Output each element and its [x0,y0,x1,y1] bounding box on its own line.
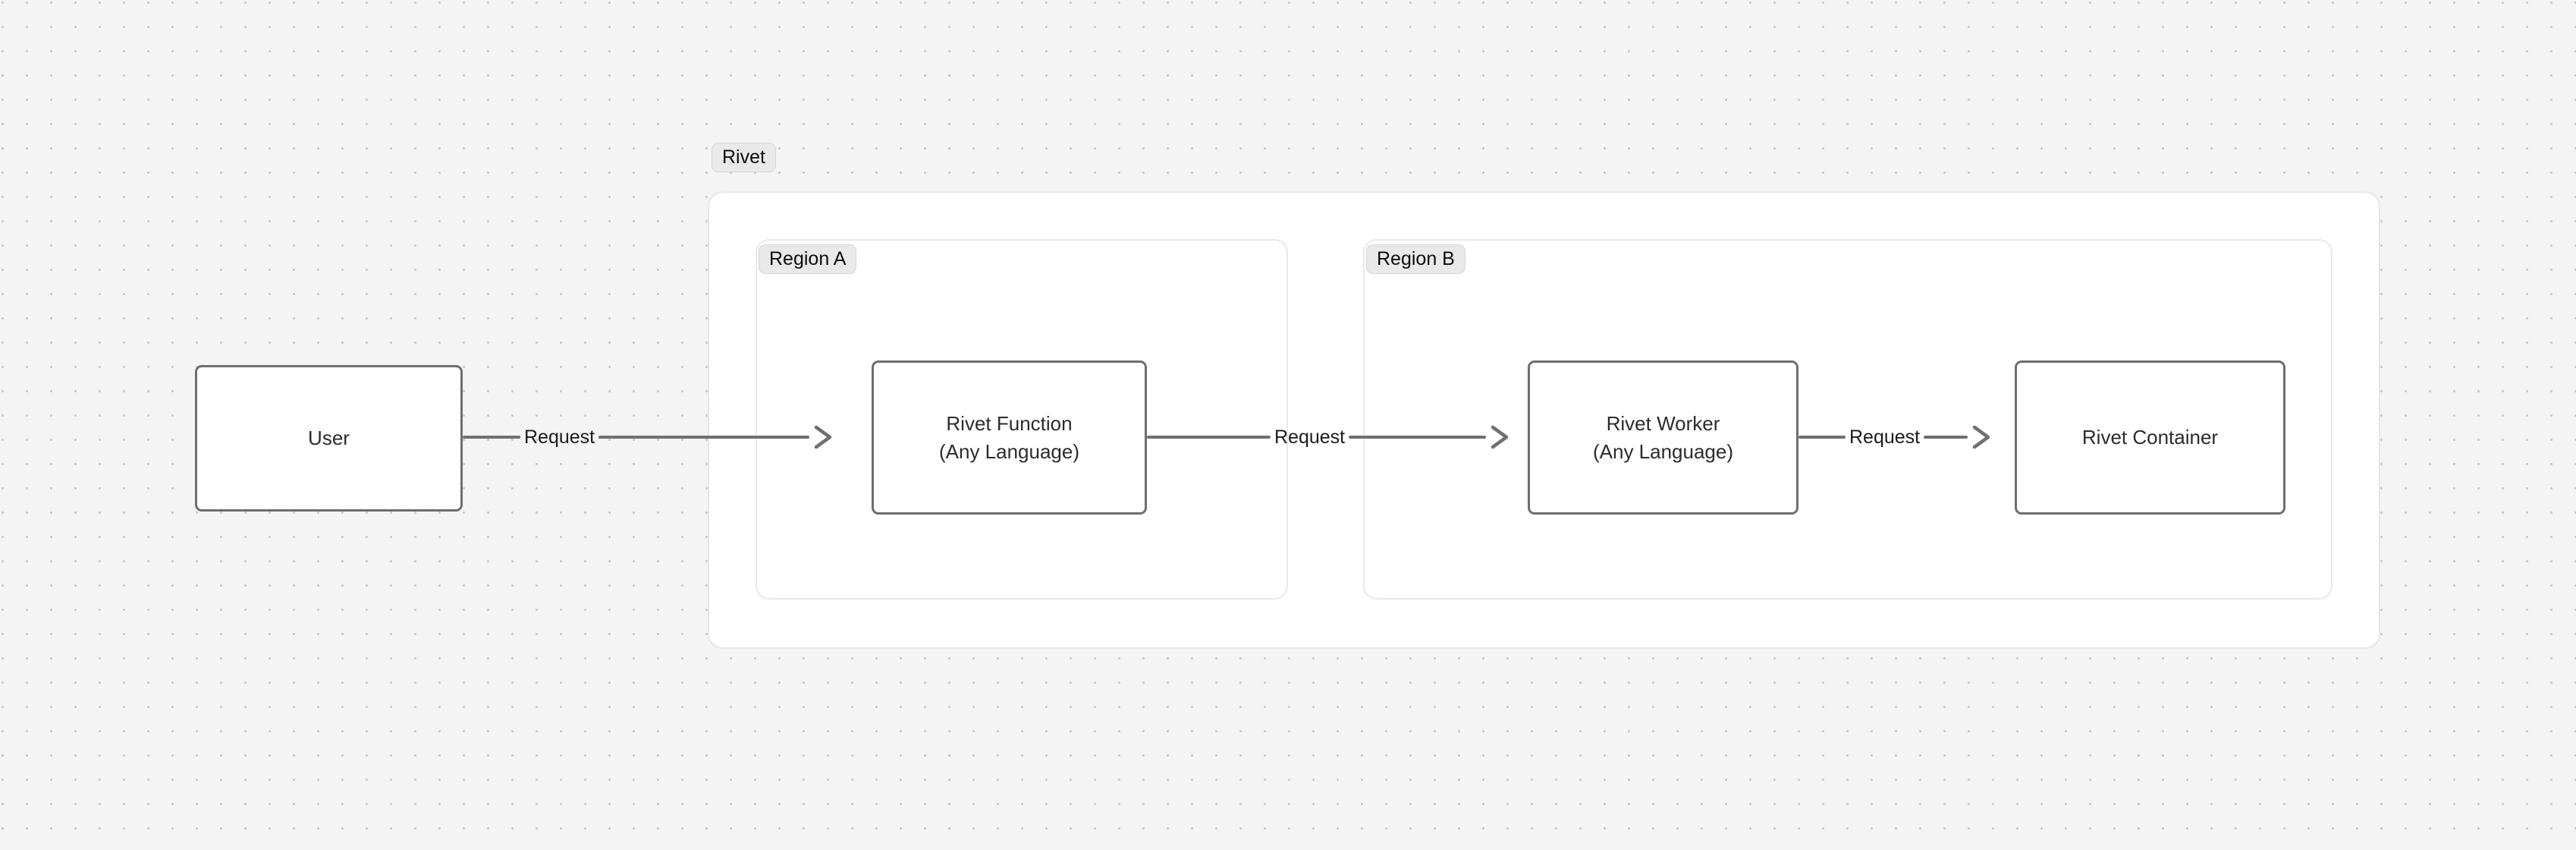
arrowhead-icon [814,425,832,449]
node-rivet-function[interactable]: Rivet Function (Any Language) [872,360,1147,515]
edge-line-segment [1147,436,1271,439]
edge-line-segment [1798,436,1846,439]
group-label-region-a[interactable]: Region A [759,244,857,274]
node-rivet-worker[interactable]: Rivet Worker (Any Language) [1528,360,1798,515]
group-label-rivet[interactable]: Rivet [712,143,776,172]
edge-label-request: Request [1849,426,1921,448]
node-rivet-worker-label-line1: Rivet Worker [1606,411,1720,435]
group-label-region-b[interactable]: Region B [1366,244,1465,274]
node-rivet-container[interactable]: Rivet Container [2015,360,2285,515]
edge-label-request: Request [524,426,595,448]
edge-user-to-rivet-function[interactable]: Request [463,414,837,460]
edge-label-request: Request [1274,426,1346,448]
node-user-label-line1: User [308,427,350,450]
edge-rivet-worker-to-rivet-container[interactable]: Request [1798,414,1995,460]
edge-line-segment [463,436,520,439]
edge-line-segment [1924,436,1968,439]
edge-line-segment [1349,436,1487,439]
arrowhead-icon [1972,425,1990,449]
node-user[interactable]: User [195,365,463,512]
arrowhead-icon [1491,425,1509,449]
node-rivet-container-label-line1: Rivet Container [2081,426,2219,449]
node-rivet-function-label-line2: (Any Language) [938,439,1080,463]
node-rivet-function-label-line1: Rivet Function [946,411,1073,435]
node-rivet-worker-label-line2: (Any Language) [1592,439,1734,463]
edge-line-segment [598,436,810,439]
edge-rivet-function-to-rivet-worker[interactable]: Request [1147,414,1513,460]
